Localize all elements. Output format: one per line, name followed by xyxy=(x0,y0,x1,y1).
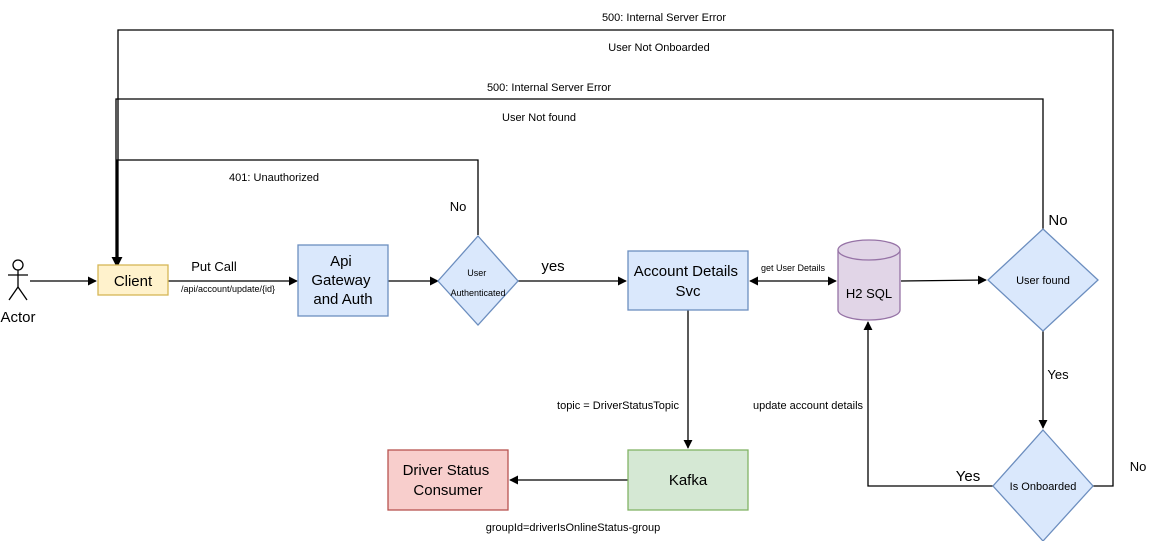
edge-auth-no-to-client xyxy=(112,159,479,266)
edge-label-no-auth: No xyxy=(450,199,467,214)
edge-label-yes-onboarded: Yes xyxy=(956,468,980,485)
api-gateway-label: Api Gateway and Auth xyxy=(311,253,374,308)
account-details-svc-label-line-2: Svc xyxy=(675,283,701,300)
edge-user-found-no-to-client xyxy=(111,98,1044,266)
api-gateway-node[interactable] xyxy=(297,244,389,317)
h2-sql-database[interactable] xyxy=(837,239,901,321)
user-authenticated-label-line-2: Authenticated xyxy=(450,288,505,298)
edge-label-api-path: /api/account/update/{id} xyxy=(181,284,275,294)
driver-status-consumer-label: Driver Status Consumer xyxy=(403,462,494,499)
is-onboarded-label: Is Onboarded xyxy=(1010,481,1077,493)
edge-h2-to-user-found xyxy=(900,275,987,285)
edge-label-update-account-details: update account details xyxy=(753,400,864,412)
edge-label-user-not-found: User Not found xyxy=(502,112,576,124)
edge-onboarded-yes-to-h2 xyxy=(863,321,993,487)
edge-label-user-not-onboarded: User Not Onboarded xyxy=(608,42,710,54)
edge-label-no-user-found: No xyxy=(1048,212,1067,229)
edge-label-ise-not-onboarded: 500: Internal Server Error xyxy=(602,12,726,24)
edge-label-topic: topic = DriverStatusTopic xyxy=(557,400,679,412)
actor-head-icon xyxy=(12,259,24,271)
edge-label-unauthorized: 401: Unauthorized xyxy=(229,172,319,184)
edge-label-yes-auth: yes xyxy=(541,258,564,275)
edge-label-get-user-details: get User Details xyxy=(761,263,826,273)
user-authenticated-label: User Authenticated xyxy=(450,268,505,298)
edge-label-group-id: groupId=driverIsOnlineStatus-group xyxy=(486,522,661,534)
edge-label-yes-user-found: Yes xyxy=(1047,367,1069,382)
api-gateway-label-line-2: Gateway xyxy=(311,272,371,289)
user-found-label: User found xyxy=(1016,275,1070,287)
edge-label-put-call: Put Call xyxy=(191,259,237,274)
actor xyxy=(8,259,28,301)
h2-sql-label: H2 SQL xyxy=(846,286,892,301)
api-gateway-label-line-3: and Auth xyxy=(313,291,372,308)
api-gateway-label-line-1: Api xyxy=(330,253,352,270)
driver-status-consumer-label-line-2: Consumer xyxy=(413,482,482,499)
user-found-decision[interactable] xyxy=(987,228,1099,332)
driver-status-consumer-label-line-1: Driver Status xyxy=(403,462,490,479)
account-details-svc-label: Account Details Svc xyxy=(634,263,742,300)
client-label: Client xyxy=(114,273,153,290)
edge-onboarded-no-to-client xyxy=(113,29,1114,487)
actor-label: Actor xyxy=(0,309,35,326)
kafka-node[interactable] xyxy=(627,449,749,511)
user-authenticated-decision[interactable] xyxy=(437,235,519,326)
driver-status-consumer-node[interactable] xyxy=(387,449,509,511)
edge-label-no-onboarded: No xyxy=(1130,459,1147,474)
kafka-label: Kafka xyxy=(669,472,708,489)
account-details-svc-label-line-1: Account Details xyxy=(634,263,738,280)
account-details-svc-node[interactable] xyxy=(627,250,749,311)
client-node[interactable] xyxy=(97,264,169,296)
is-onboarded-decision[interactable] xyxy=(992,429,1094,541)
edge-label-ise-user-not-found: 500: Internal Server Error xyxy=(487,82,611,94)
user-authenticated-label-line-1: User xyxy=(467,268,486,278)
